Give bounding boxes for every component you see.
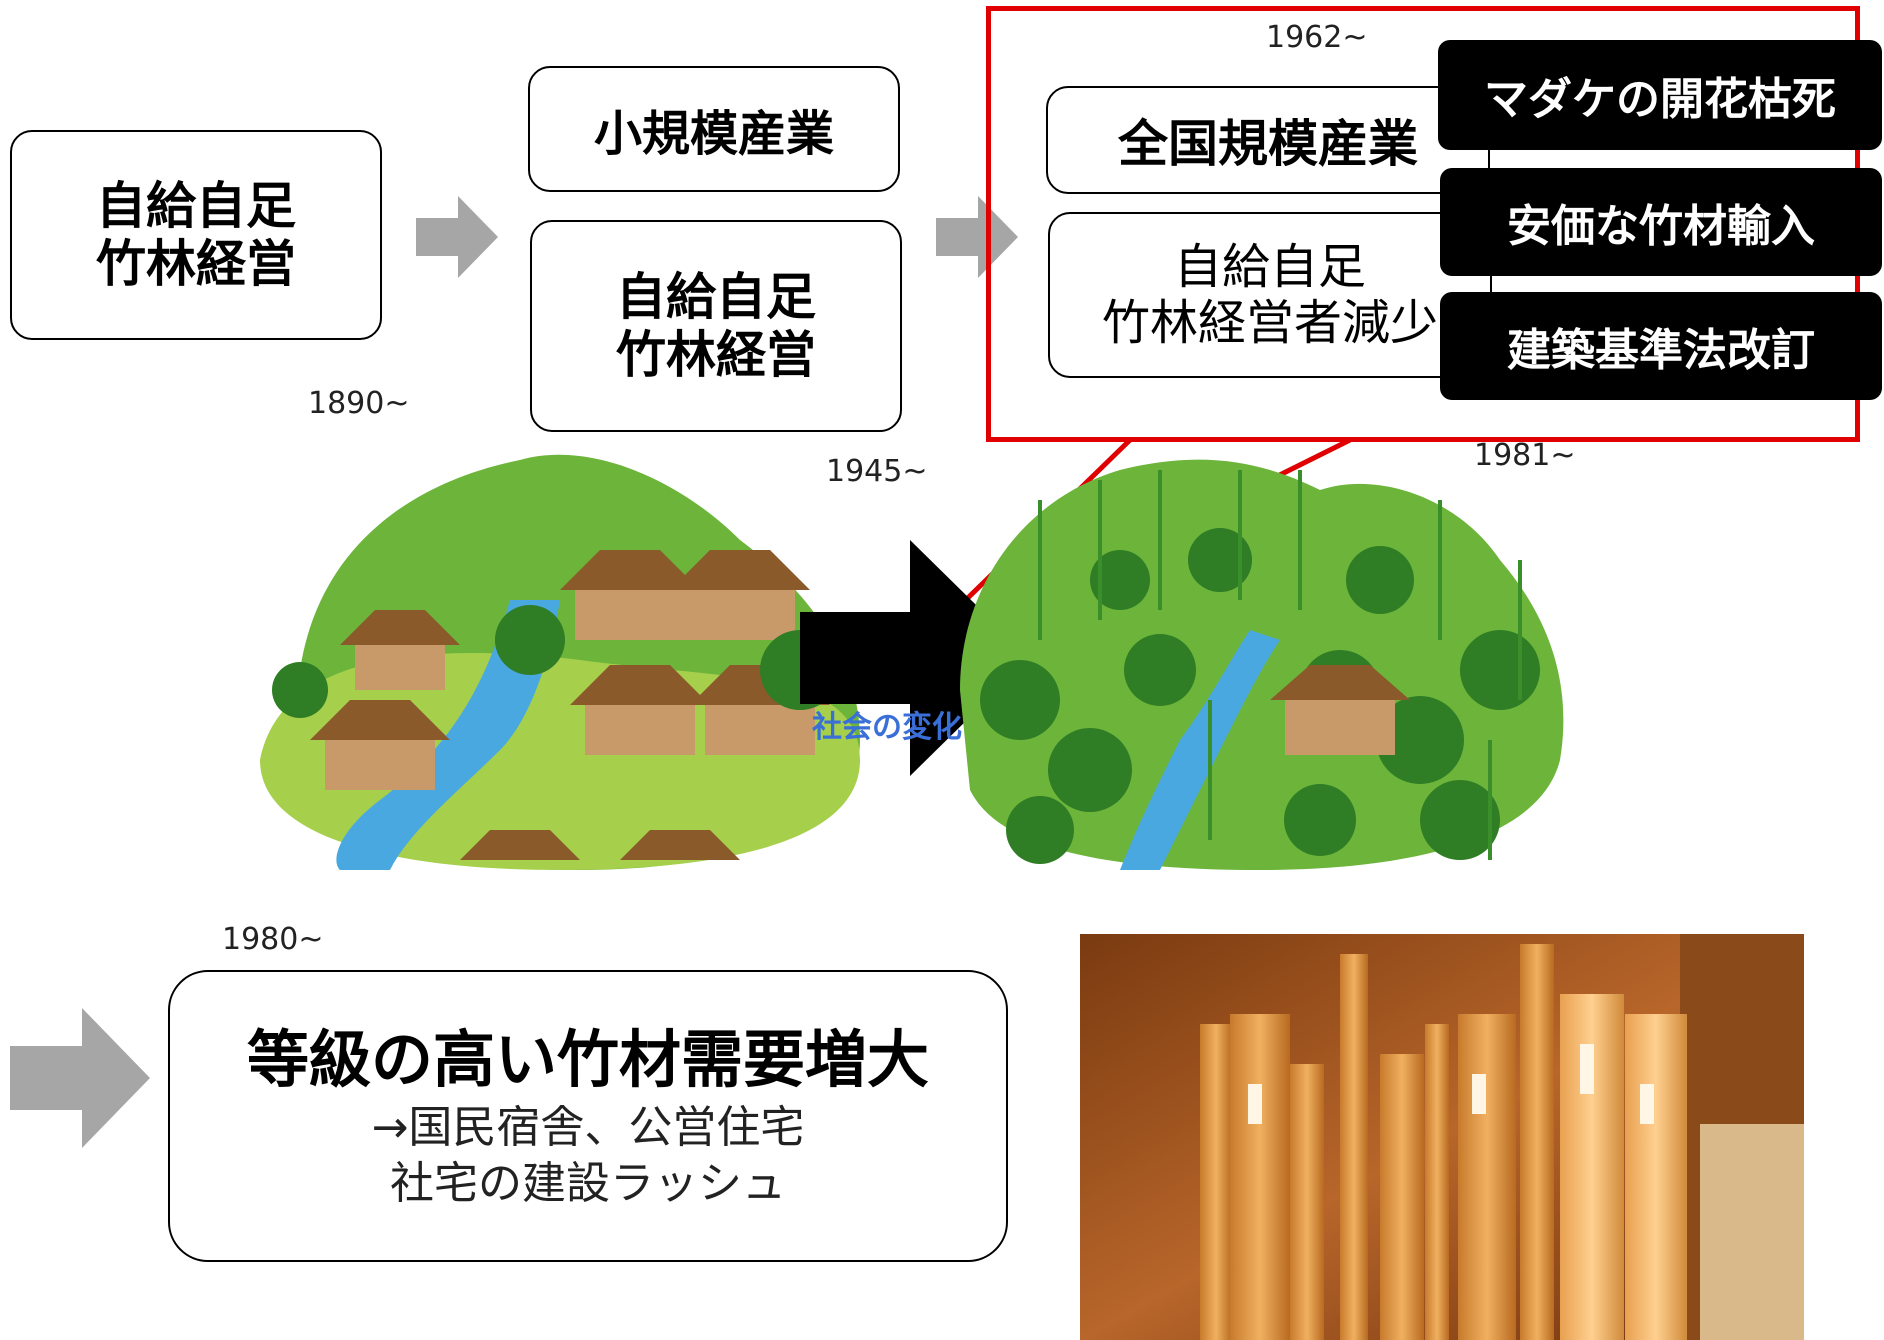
- year-1981: 1981~: [1474, 438, 1576, 473]
- stage2-top-label: 小規模産業: [593, 106, 834, 162]
- stage1-line2: 竹林経営: [96, 235, 296, 293]
- year-1945: 1945~: [826, 454, 928, 489]
- village-left: [260, 454, 861, 870]
- stage3-bottom-box: 自給自足 竹林経営者減少: [1048, 212, 1492, 378]
- stage3-top-box: 全国規模産業: [1046, 86, 1490, 194]
- stage2-bottom-line1: 自給自足: [616, 268, 816, 326]
- cause-2: 安価な竹材輸入: [1507, 201, 1815, 252]
- cause-box-3: 建築基準法改訂: [1440, 292, 1882, 400]
- stage4-title: 等級の高い竹材需要増大: [246, 1023, 929, 1096]
- stage1-line1: 自給自足: [96, 177, 296, 235]
- stage1-box: 自給自足 竹林経営: [10, 130, 382, 340]
- change-arrow: [800, 540, 1030, 776]
- stage4-line2: →国民宿舎、公営住宅: [371, 1102, 805, 1153]
- stage3-top-label: 全国規模産業: [1118, 115, 1418, 173]
- cause-box-2: 安価な竹材輸入: [1440, 168, 1882, 276]
- year-1890: 1890~: [308, 386, 410, 421]
- stage2-bottom-box: 自給自足 竹林経営: [530, 220, 902, 432]
- arrow-right-icon: [416, 196, 498, 278]
- year-1980: 1980~: [222, 922, 324, 957]
- stage4-line3: 社宅の建設ラッシュ: [390, 1158, 786, 1209]
- change-label: 社会の変化: [812, 710, 962, 745]
- forest-right: [960, 459, 1564, 870]
- year-1962: 1962~: [1266, 20, 1368, 55]
- stage3-bottom-line1: 自給自足: [1173, 239, 1366, 295]
- cause-3: 建築基準法改訂: [1507, 325, 1815, 376]
- stage2-top-box: 小規模産業: [528, 66, 900, 192]
- arrow-right-icon: [936, 196, 1018, 278]
- stage2-bottom-line2: 竹林経営: [616, 326, 816, 384]
- village-illustration: [260, 454, 1564, 870]
- cause-box-1: マダケの開花枯死: [1438, 40, 1882, 150]
- cause-1: マダケの開花枯死: [1484, 74, 1836, 125]
- arrow-right-icon: [10, 1008, 150, 1148]
- stage3-bottom-line2: 竹林経営者減少: [1101, 295, 1438, 351]
- stage4-box: 等級の高い竹材需要増大 →国民宿舎、公営住宅 社宅の建設ラッシュ: [168, 970, 1008, 1262]
- bamboo-photo: [1080, 934, 1804, 1340]
